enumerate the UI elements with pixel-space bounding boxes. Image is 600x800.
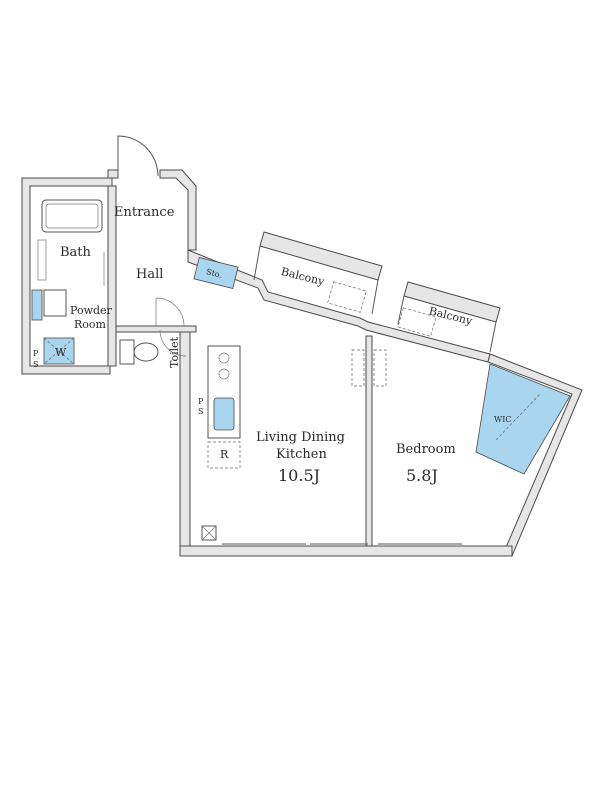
bath-label: Bath: [60, 245, 92, 260]
ps-left-label: P: [33, 349, 39, 358]
wall-powder-right: [107, 185, 117, 367]
bedroom-size-label: 5.8J: [406, 466, 438, 485]
bedroom-label: Bedroom: [396, 442, 456, 457]
powder-room-label-2: Room: [74, 318, 107, 331]
ldk-label-1: Living Dining: [256, 430, 345, 445]
balconies: [253, 231, 501, 353]
ps-kitchen-label: P: [198, 397, 204, 406]
hall-door-swing: [155, 297, 185, 327]
kitchen-fixtures: [207, 345, 241, 469]
refrigerator-label: R: [220, 448, 229, 461]
walls: [21, 169, 583, 557]
storage-closet: [193, 257, 239, 289]
toilet-label: Toilet: [168, 336, 181, 368]
wall-entrance-top: [107, 169, 119, 179]
balcony-1-rail: [259, 231, 383, 281]
balcony-1-label: Balcony: [280, 265, 327, 289]
ldk-closet: [351, 349, 365, 387]
ps-kitchen-label-2: S: [198, 407, 203, 416]
walk-in-closet: [475, 363, 571, 475]
windows: [201, 525, 462, 545]
bath-fixtures: [31, 199, 103, 365]
doors: [103, 135, 187, 357]
storage-label: Sto.: [205, 267, 223, 280]
ps-left-label-2: S: [33, 360, 38, 369]
ldk-label-2: Kitchen: [276, 447, 327, 462]
washbasin-area: [31, 289, 43, 321]
wic-label: WIC: [494, 415, 512, 424]
powder-room-label-1: Powder: [70, 304, 113, 317]
wall-left-wing: [21, 177, 113, 375]
entrance-label: Entrance: [114, 205, 175, 220]
ldk-size-label: 10.5J: [278, 466, 320, 485]
wall-ldk-left: [179, 329, 191, 547]
toilet-door-swing: [159, 329, 187, 357]
bath-counter: [37, 239, 47, 281]
toilet-fixture: [119, 339, 159, 365]
kitchen-sink: [213, 397, 235, 431]
wall-partition: [365, 335, 373, 547]
hall-label: Hall: [136, 267, 163, 282]
washer-label: W: [55, 346, 67, 359]
stove-burner-1: [218, 352, 230, 364]
bathtub: [41, 199, 103, 233]
wall-toilet: [109, 325, 197, 333]
sink: [43, 289, 67, 317]
wall-bottom: [179, 545, 513, 557]
entrance-door-swing: [117, 135, 159, 177]
stove-burner-2: [218, 368, 230, 380]
fridge-space: [207, 441, 241, 469]
